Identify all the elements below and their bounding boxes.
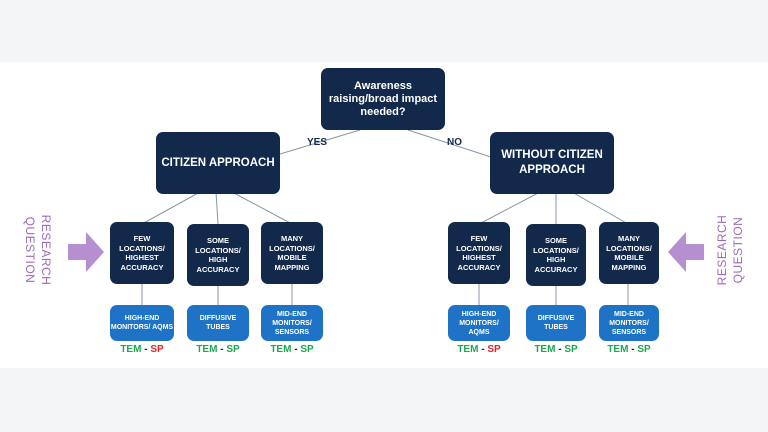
left-mid-end-monitors-label: MID-END MONITORS/ SENSORS (272, 310, 312, 336)
research-question-line2: QUESTION (731, 216, 745, 284)
tag-separator: - (294, 344, 298, 355)
right-high-end-monitors-box: HIGH-END MONITORS/ AQMS (448, 305, 510, 341)
tem-label: TEM (196, 344, 218, 355)
right-some-locations-label: SOME LOCATIONS/ HIGH ACCURACY (533, 236, 579, 274)
tag-separator: - (220, 344, 224, 355)
tag-separator: - (558, 344, 562, 355)
right-high-end-monitors-label: HIGH-END MONITORS/ AQMS (459, 310, 499, 336)
citizen-approach-box: CITIZEN APPROACH (156, 132, 280, 194)
left-few-locations-label: FEW LOCATIONS/ HIGHEST ACCURACY (119, 234, 165, 272)
left-mid-end-monitors-box: MID-END MONITORS/ SENSORS (261, 305, 323, 341)
research-question-line1: RESEARCH (39, 214, 53, 286)
right-many-locations-label: MANY LOCATIONS/ MOBILE MAPPING (606, 234, 652, 272)
right-tag-1: TEM - SP (442, 344, 516, 355)
right-some-locations-box: SOME LOCATIONS/ HIGH ACCURACY (526, 224, 586, 286)
tag-separator: - (144, 344, 148, 355)
right-few-locations-label: FEW LOCATIONS/ HIGHEST ACCURACY (456, 234, 502, 272)
left-high-end-monitors-box: HIGH-END MONITORS/ AQMS (110, 305, 174, 341)
sp-label: SP (637, 344, 651, 355)
connector-left-1 (141, 191, 201, 225)
research-question-line1: RESEARCH (715, 214, 729, 286)
left-many-locations-box: MANY LOCATIONS/ MOBILE MAPPING (261, 222, 323, 284)
right-tag-2: TEM - SP (519, 344, 593, 355)
without-citizen-approach-title: WITHOUT CITIZEN APPROACH (501, 149, 603, 176)
left-high-end-monitors-label: HIGH-END MONITORS/ AQMS (110, 315, 174, 331)
connector-right-1 (478, 191, 541, 225)
left-diffusive-tubes-box: DIFFUSIVE TUBES (187, 305, 249, 341)
tem-label: TEM (120, 344, 142, 355)
left-tag-2: TEM - SP (181, 344, 255, 355)
without-citizen-approach-box: WITHOUT CITIZEN APPROACH (490, 132, 614, 194)
tem-label: TEM (607, 344, 629, 355)
tag-separator: - (631, 344, 635, 355)
left-tag-3: TEM - SP (255, 344, 329, 355)
research-question-line2: QUESTION (23, 216, 37, 284)
right-tag-3: TEM - SP (592, 344, 666, 355)
right-mid-end-monitors-label: MID-END MONITORS/ SENSORS (609, 310, 649, 336)
research-question-left: RESEARCH QUESTION (20, 190, 56, 310)
left-tag-1: TEM - SP (105, 344, 179, 355)
sp-label: SP (226, 344, 240, 355)
tag-separator: - (481, 344, 485, 355)
edge-label-yes: YES (307, 137, 328, 148)
left-some-locations-box: SOME LOCATIONS/ HIGH ACCURACY (187, 224, 249, 286)
sp-label: SP (487, 344, 501, 355)
tem-label: TEM (270, 344, 292, 355)
arrow-left-icon (668, 232, 704, 272)
left-diffusive-tubes-label: DIFFUSIVE TUBES (199, 315, 237, 331)
connector-left-2 (215, 191, 219, 225)
root-question-box: Awareness raising/broad impact needed? (321, 68, 445, 130)
sp-label: SP (564, 344, 578, 355)
arrow-right-icon (68, 232, 104, 272)
sp-label: SP (150, 344, 164, 355)
connector-right-3 (571, 191, 629, 225)
tem-label: TEM (534, 344, 556, 355)
tem-label: TEM (457, 344, 479, 355)
right-many-locations-box: MANY LOCATIONS/ MOBILE MAPPING (599, 222, 659, 284)
citizen-approach-title: CITIZEN APPROACH (161, 156, 275, 169)
research-question-right: RESEARCH QUESTION (712, 190, 748, 310)
right-mid-end-monitors-box: MID-END MONITORS/ SENSORS (599, 305, 659, 341)
connector-root-right (407, 129, 501, 161)
right-few-locations-box: FEW LOCATIONS/ HIGHEST ACCURACY (448, 222, 510, 284)
right-diffusive-tubes-box: DIFFUSIVE TUBES (526, 305, 586, 341)
sp-label: SP (300, 344, 314, 355)
left-many-locations-label: MANY LOCATIONS/ MOBILE MAPPING (269, 234, 315, 272)
left-few-locations-box: FEW LOCATIONS/ HIGHEST ACCURACY (110, 222, 174, 284)
right-diffusive-tubes-label: DIFFUSIVE TUBES (537, 315, 575, 331)
edge-label-no: NO (447, 137, 462, 148)
left-some-locations-label: SOME LOCATIONS/ HIGH ACCURACY (195, 236, 241, 274)
connector-left-3 (231, 191, 293, 225)
root-question-text: Awareness raising/broad impact needed? (328, 79, 438, 118)
